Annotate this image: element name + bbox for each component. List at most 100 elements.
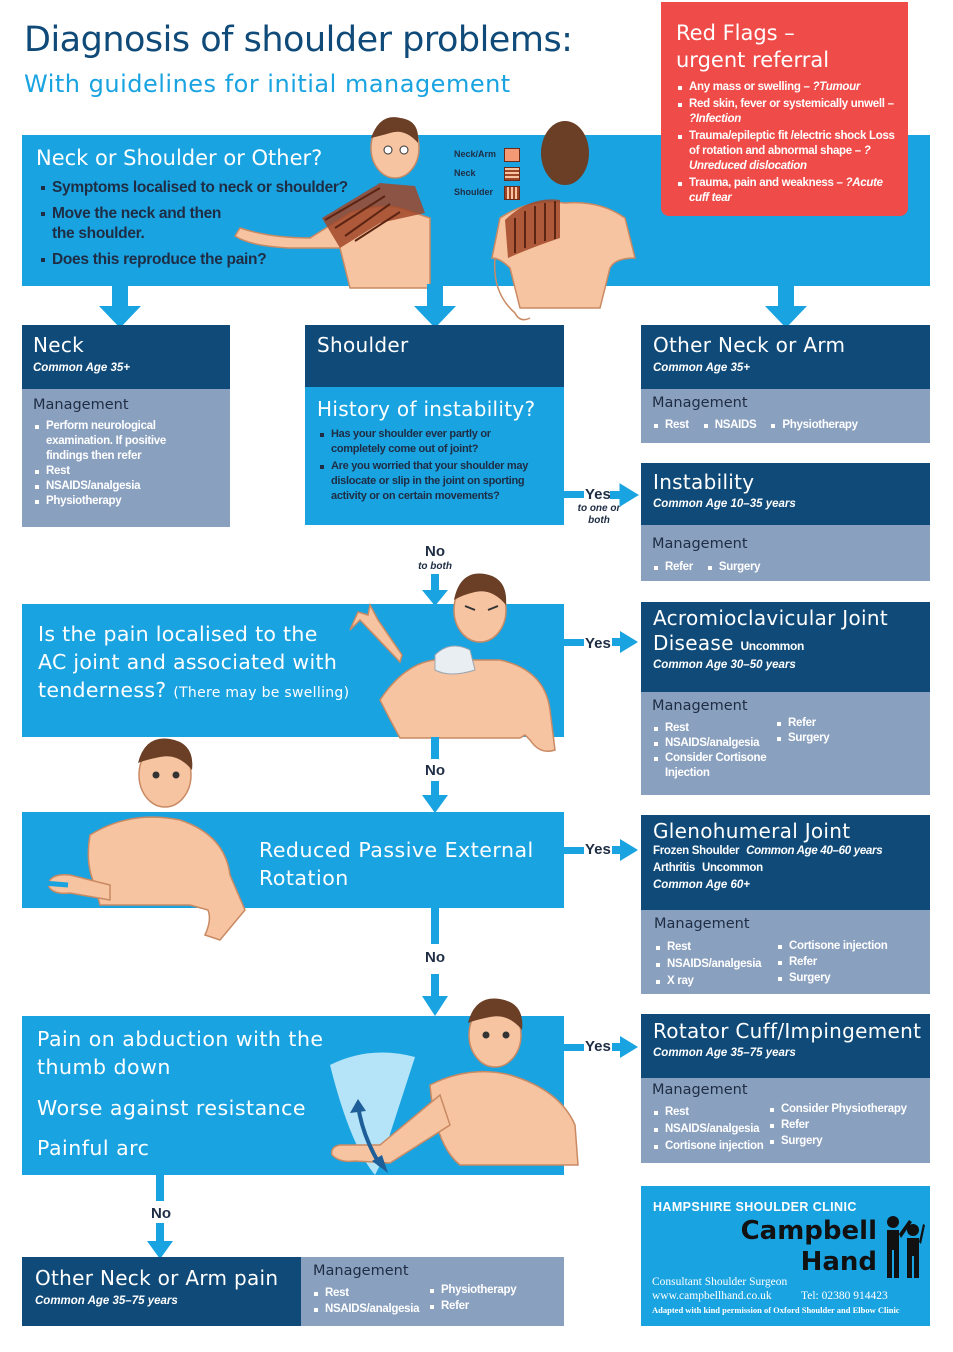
- ac-joint-header: Acromioclavicular Joint Disease Uncommon…: [641, 602, 930, 692]
- management-item: Refer: [776, 716, 829, 731]
- shoulder-title: Shoulder: [317, 333, 409, 357]
- glenohumeral-management-label: Management: [654, 916, 750, 932]
- glenohumeral-management-list-right: Cortisone injection Refer Surgery: [777, 939, 888, 986]
- management-item: Cortisone injection: [653, 1139, 773, 1154]
- glenohumeral-management-list-left: Rest NSAIDS/analgesia X ray: [655, 940, 775, 989]
- management-item: Consider Cortisone Injection: [653, 751, 773, 781]
- management-item: Physiotherapy: [770, 418, 858, 433]
- rotator-cuff-header: Rotator Cuff/Impingement Common Age 35–7…: [641, 1014, 930, 1078]
- arrow-down-abduction: [422, 908, 448, 1016]
- red-flag-item: Red skin, fever or systemically unwell –…: [677, 97, 902, 127]
- other-neck-arm-management-list: Rest NSAIDS Physiotherapy: [653, 418, 858, 433]
- clinic-credit: Adapted with kind permission of Oxford S…: [652, 1305, 900, 1315]
- arrow-down-shoulder: [414, 284, 456, 328]
- no-label-abduction: No: [151, 1205, 171, 1222]
- management-item: NSAIDS/analgesia: [653, 736, 773, 751]
- instability-question-panel: History of instability? Has your shoulde…: [305, 387, 564, 525]
- rotator-cuff-management-list-left: Rest NSAIDS/analgesia Cortisone injectio…: [653, 1105, 773, 1154]
- management-item: Physiotherapy: [429, 1283, 517, 1298]
- clinic-tel: Tel: 02380 914423: [801, 1290, 888, 1302]
- other-pain-management-label: Management: [313, 1263, 409, 1279]
- glenohumeral-title: Glenohumeral Joint: [653, 819, 851, 843]
- clinic-logo-icon: [887, 1216, 925, 1278]
- ac-question-text: Is the pain localised to the AC joint an…: [38, 622, 350, 702]
- arrow-right-rotation: [564, 839, 638, 861]
- legend-swatch: [504, 148, 520, 162]
- glenohumeral-header: Glenohumeral Joint Frozen Shoulder Commo…: [641, 815, 930, 910]
- management-item: X ray: [655, 974, 775, 989]
- management-item: Rest: [34, 464, 184, 479]
- arrow-right-instability: [564, 483, 639, 507]
- management-item: Physiotherapy: [34, 494, 184, 509]
- management-item: Rest: [313, 1286, 419, 1301]
- instability-question-list: Has your shoulder ever partly or complet…: [319, 427, 547, 504]
- instability-management: Management Refer Surgery: [641, 525, 930, 581]
- ac-joint-management-label: Management: [652, 698, 748, 714]
- abduction-figure-illustration: [330, 998, 579, 1175]
- management-item: Surgery: [776, 731, 830, 746]
- no-label-ac: No: [425, 762, 445, 779]
- management-item: Refer: [777, 955, 887, 970]
- ac-joint-management: Management Rest NSAIDS/analgesia Conside…: [641, 692, 930, 795]
- red-flags-panel: Red Flags – urgent referral Any mass or …: [661, 2, 908, 216]
- other-neck-arm-title: Other Neck or Arm: [653, 333, 846, 357]
- ac-joint-management-list-right: Refer Surgery: [776, 716, 830, 746]
- instability-header: Instability Common Age 10–35 years: [641, 463, 930, 525]
- instability-age: Common Age 10–35 years: [653, 498, 796, 510]
- instability-question-heading: History of instability?: [317, 397, 536, 421]
- top-question-item: Does this reproduce the pain?: [40, 250, 360, 270]
- arrow-down-ac: [422, 574, 448, 606]
- other-neck-arm-management-label: Management: [652, 395, 748, 411]
- ac-joint-age: Common Age 30–50 years: [653, 659, 796, 671]
- management-item: Rest: [653, 418, 689, 433]
- management-item: Surgery: [769, 1134, 907, 1149]
- abduction-question-text: Pain on abduction with the thumb down Wo…: [37, 1027, 324, 1160]
- neck-age: Common Age 35+: [33, 362, 131, 374]
- red-flag-item: Trauma, pain and weakness – ?Acute cuff …: [677, 176, 902, 206]
- clinic-name: HAMPSHIRE SHOULDER CLINIC: [653, 1200, 857, 1214]
- yes-label-abduction: Yes: [585, 1038, 611, 1055]
- management-item: Consider Physiotherapy: [769, 1102, 907, 1117]
- other-pain-management-list-left: Rest NSAIDS/analgesia: [313, 1286, 420, 1317]
- legend-swatch: [504, 167, 520, 181]
- management-item: Cortisone injection: [777, 939, 888, 954]
- clinic-role: Consultant Shoulder Surgeon: [652, 1276, 788, 1288]
- legend-swatch: [504, 186, 520, 200]
- legend-item-shoulder: Shoulder: [454, 183, 520, 202]
- arrow-down-rotation: [422, 737, 448, 813]
- instability-title: Instability: [653, 470, 755, 494]
- red-flag-item: Any mass or swelling – ?Tumour: [677, 80, 902, 95]
- neck-management-label: Management: [33, 397, 129, 413]
- rotator-cuff-management-label: Management: [652, 1082, 748, 1098]
- neck-header: Neck Common Age 35+: [22, 325, 230, 389]
- arrow-down-other-pain: [147, 1175, 173, 1259]
- neck-title: Neck: [33, 333, 85, 357]
- management-item: NSAIDS/analgesia: [34, 479, 184, 494]
- rotation-question-text: Reduced Passive External Rotation: [259, 838, 534, 890]
- other-neck-arm-management: Management Rest NSAIDS Physiotherapy: [641, 389, 930, 443]
- frozen-shoulder-line: Frozen Shoulder Common Age 40–60 years: [653, 845, 883, 857]
- management-item: Surgery: [707, 560, 761, 575]
- management-item: NSAIDS/analgesia: [655, 957, 775, 972]
- shoulder-header: Shoulder: [305, 325, 564, 387]
- other-pain-management-list-right: Physiotherapy Refer: [429, 1283, 517, 1314]
- glenohumeral-management: Management Rest NSAIDS/analgesia X ray C…: [641, 910, 930, 994]
- legend: Neck/Arm Neck Shoulder: [454, 145, 520, 202]
- yes-label-ac: Yes: [585, 635, 611, 652]
- rotator-cuff-age: Common Age 35–75 years: [653, 1047, 796, 1059]
- top-question-item: Move the neck and then the shoulder.: [40, 204, 242, 244]
- top-question-item: Symptoms localised to neck or shoulder?: [40, 178, 360, 198]
- top-question-list: Symptoms localised to neck or shoulder? …: [40, 178, 360, 270]
- management-item: Perform neurological examination. If pos…: [34, 419, 184, 464]
- rotator-cuff-title: Rotator Cuff/Impingement: [653, 1019, 922, 1043]
- instability-management-label: Management: [652, 536, 748, 552]
- clinic-logo-text: Campbell Hand: [740, 1216, 877, 1277]
- ac-pain-figure-illustration: [349, 573, 556, 752]
- management-item: Refer: [429, 1299, 516, 1314]
- rotation-figure-illustration: [30, 738, 246, 941]
- management-item: Rest: [653, 1105, 773, 1120]
- arrow-right-ac: [564, 631, 638, 653]
- management-item: Refer: [653, 560, 693, 575]
- management-item: NSAIDS: [703, 418, 757, 433]
- clinic-website: www.campbellhand.co.uk: [652, 1290, 772, 1302]
